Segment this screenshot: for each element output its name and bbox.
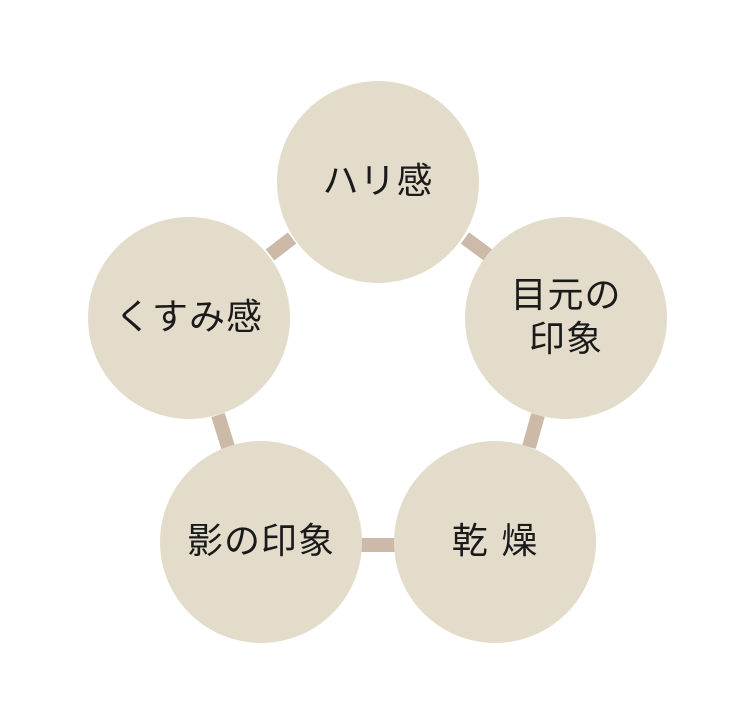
node-label-line: 乾 燥 (451, 521, 539, 562)
node-label-left: くすみ感 (89, 218, 289, 418)
node-circle-top (277, 81, 479, 283)
node-label-line: 印象 (528, 319, 603, 360)
node-circle-bottom-right (394, 441, 596, 643)
connector-left-top (265, 232, 297, 261)
node-label-line: くすみ感 (114, 297, 263, 338)
connector-top-right (460, 232, 493, 261)
node-label-line: ハリ感 (322, 161, 434, 202)
connector-right-bottom-right (522, 413, 545, 449)
node-label-line: 影の印象 (186, 521, 335, 562)
node-group (88, 81, 667, 643)
node-circle-bottom-left (160, 441, 362, 643)
node-label-top: ハリ感 (278, 82, 478, 282)
node-label-bottom-right: 乾 燥 (395, 442, 595, 642)
node-label-right: 目元の 印象 (466, 218, 666, 418)
node-label-line: 目元の (510, 275, 622, 316)
node-label-bottom-left: 影の印象 (161, 442, 361, 642)
node-circle-right (465, 217, 667, 419)
node-circle-left (88, 217, 290, 419)
connector-group (211, 232, 545, 552)
connector-bottom-left-left (211, 412, 235, 450)
